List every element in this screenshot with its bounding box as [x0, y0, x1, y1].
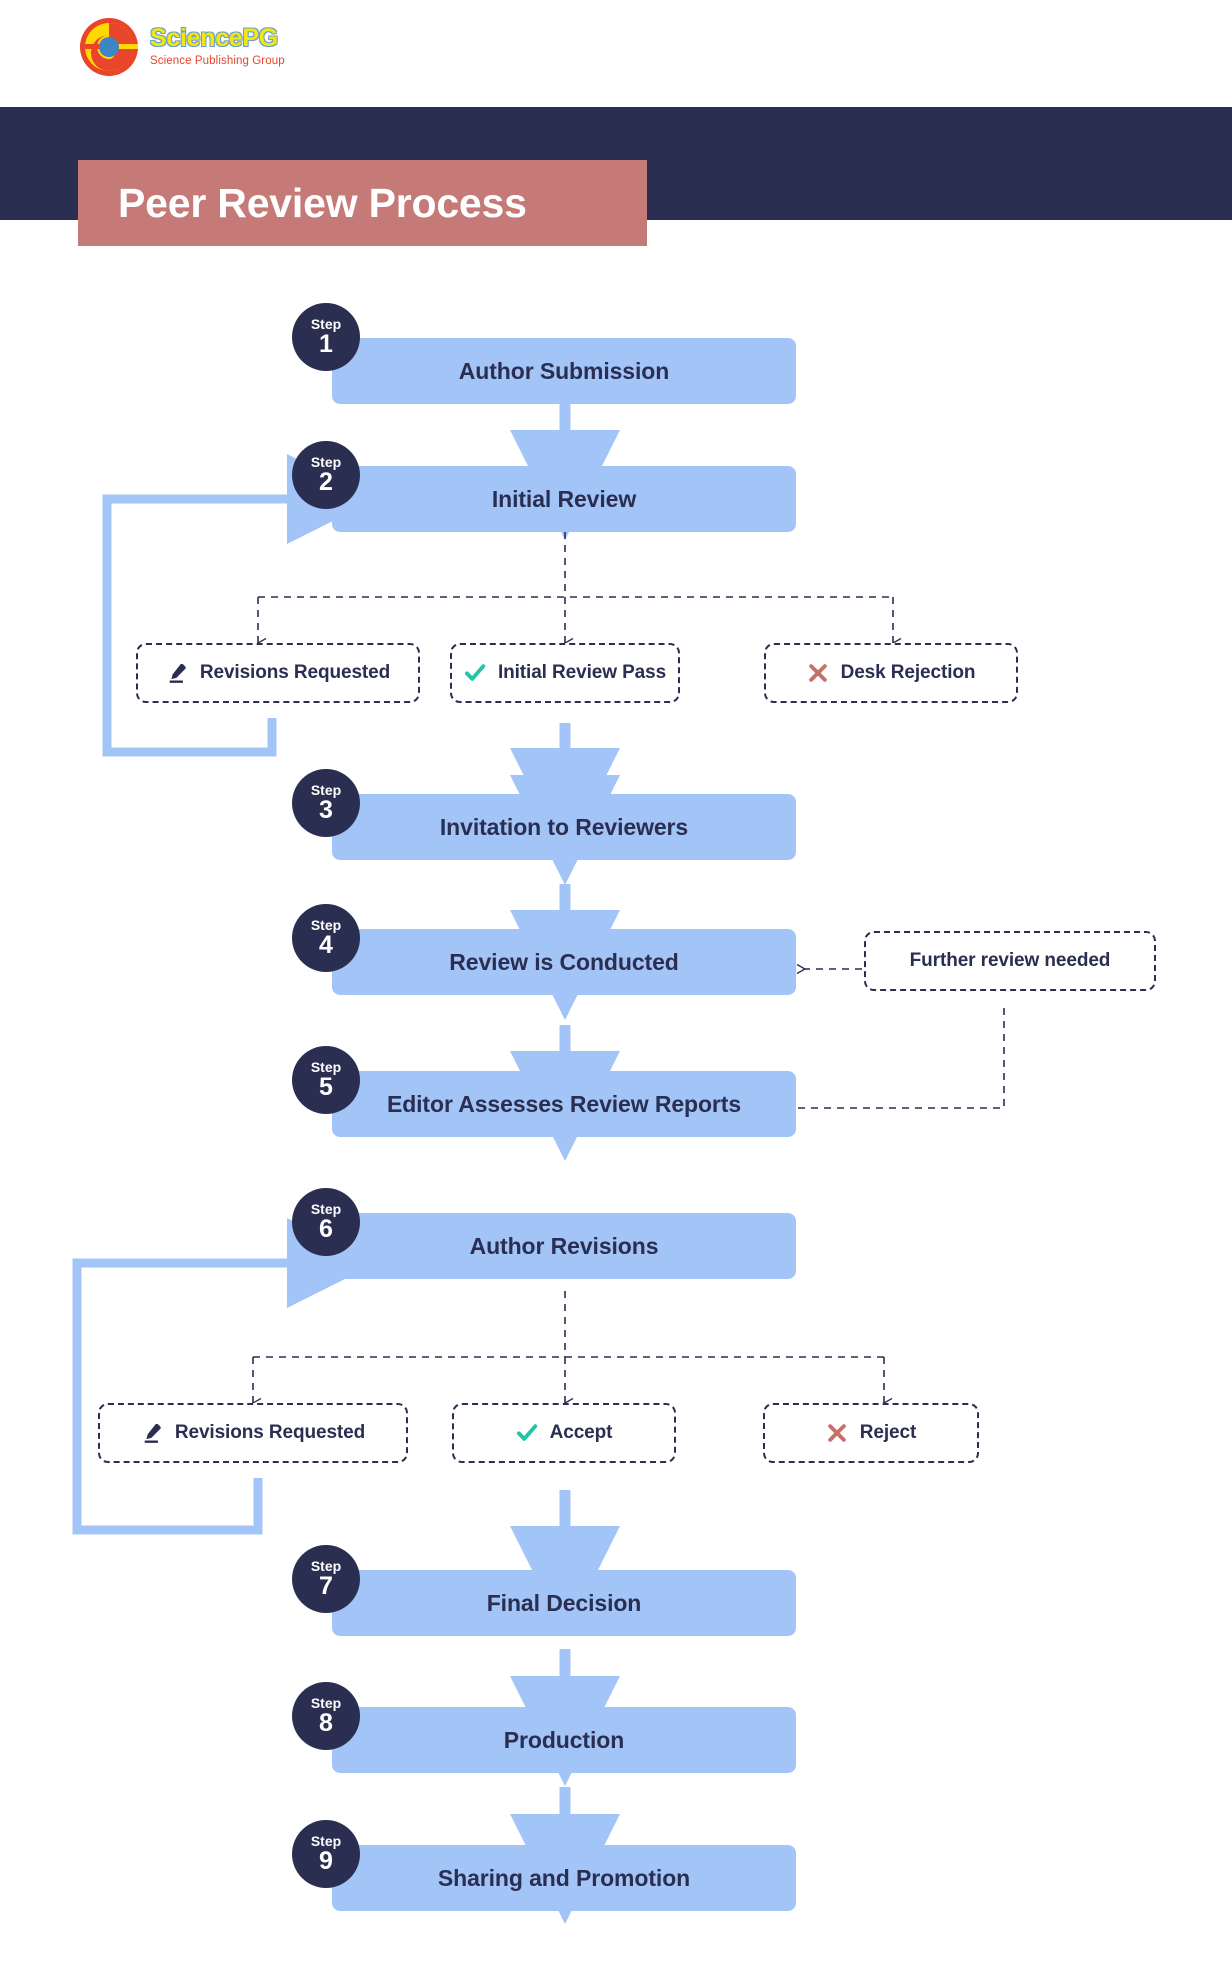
- step-badge-6: Step 6: [292, 1188, 360, 1256]
- decision-label: Revisions Requested: [199, 662, 391, 683]
- check-icon: [464, 664, 486, 681]
- decision-label: Accept: [549, 1422, 613, 1443]
- note-further-review-needed[interactable]: Further review needed: [864, 931, 1156, 991]
- step-badge-8: Step 8: [292, 1682, 360, 1750]
- sciencepg-spiral-logo-icon: [80, 18, 138, 76]
- step-number: 9: [319, 1847, 333, 1875]
- step-number: 7: [319, 1572, 333, 1600]
- step-label: Author Submission: [458, 357, 670, 384]
- step-box-initial-review[interactable]: Initial Review: [332, 466, 796, 532]
- step-label: Review is Conducted: [449, 948, 679, 975]
- decision-label: Initial Review Pass: [497, 662, 667, 683]
- step-word: Step: [310, 1558, 342, 1574]
- decision-revisions-requested-1[interactable]: Revisions Requested: [136, 643, 420, 703]
- step-label: Production: [503, 1726, 625, 1753]
- step-word: Step: [310, 316, 342, 332]
- check-icon: [516, 1424, 537, 1441]
- step-box-editor-assesses-review-reports[interactable]: Editor Assesses Review Reports: [332, 1071, 796, 1137]
- decision-accept[interactable]: Accept: [452, 1403, 676, 1463]
- step-number: 5: [319, 1073, 333, 1101]
- step-word: Step: [310, 1059, 342, 1075]
- step-badge-4: Step 4: [292, 904, 360, 972]
- decision-desk-rejection[interactable]: Desk Rejection: [764, 643, 1018, 703]
- step-word: Step: [310, 1833, 342, 1849]
- step-badge-1: Step 1: [292, 303, 360, 371]
- step-box-author-submission[interactable]: Author Submission: [332, 338, 796, 404]
- step-number: 4: [319, 931, 333, 959]
- cross-icon: [827, 1424, 846, 1442]
- page-title-chip: Peer Review Process: [78, 160, 647, 246]
- note-label: Further review needed: [909, 950, 1111, 971]
- decision-revisions-requested-2[interactable]: Revisions Requested: [98, 1403, 408, 1463]
- step-badge-2: Step 2: [292, 441, 360, 509]
- step-box-production[interactable]: Production: [332, 1707, 796, 1773]
- pencil-icon: [169, 663, 186, 683]
- page-title: Peer Review Process: [118, 179, 527, 226]
- step-word: Step: [310, 1695, 342, 1711]
- cross-icon: [808, 664, 827, 682]
- decision-initial-review-pass[interactable]: Initial Review Pass: [450, 643, 680, 703]
- step-number: 6: [319, 1215, 333, 1243]
- step-label: Initial Review: [491, 485, 637, 512]
- step-box-author-revisions[interactable]: Author Revisions: [332, 1213, 796, 1279]
- step-box-invitation-to-reviewers[interactable]: Invitation to Reviewers: [332, 794, 796, 860]
- brand-wordmark: SciencePG: [150, 24, 278, 53]
- step-badge-7: Step 7: [292, 1545, 360, 1613]
- step-number: 1: [319, 330, 333, 358]
- step-badge-9: Step 9: [292, 1820, 360, 1888]
- step-number: 3: [319, 796, 333, 824]
- step-number: 8: [319, 1709, 333, 1737]
- step-badge-5: Step 5: [292, 1046, 360, 1114]
- step-word: Step: [310, 454, 342, 470]
- step-label: Invitation to Reviewers: [439, 813, 689, 840]
- step-box-final-decision[interactable]: Final Decision: [332, 1570, 796, 1636]
- step-number: 2: [319, 468, 333, 496]
- decision-label: Reject: [859, 1422, 917, 1443]
- step-label: Final Decision: [486, 1589, 642, 1616]
- brand-logo: SciencePG Science Publishing Group: [78, 16, 285, 78]
- step-word: Step: [310, 917, 342, 933]
- step-box-sharing-and-promotion[interactable]: Sharing and Promotion: [332, 1845, 796, 1911]
- logo-bar: SciencePG Science Publishing Group: [0, 0, 1232, 107]
- step-badge-3: Step 3: [292, 769, 360, 837]
- decision-label: Desk Rejection: [840, 662, 976, 683]
- step-label: Sharing and Promotion: [437, 1864, 691, 1891]
- decision-reject[interactable]: Reject: [763, 1403, 979, 1463]
- step-label: Author Revisions: [469, 1232, 659, 1259]
- brand-tagline: Science Publishing Group: [150, 55, 285, 68]
- step-word: Step: [310, 1201, 342, 1217]
- step-word: Step: [310, 782, 342, 798]
- step-box-review-is-conducted[interactable]: Review is Conducted: [332, 929, 796, 995]
- decision-label: Revisions Requested: [174, 1422, 366, 1443]
- step-label: Editor Assesses Review Reports: [386, 1090, 742, 1117]
- pencil-icon: [144, 1423, 161, 1443]
